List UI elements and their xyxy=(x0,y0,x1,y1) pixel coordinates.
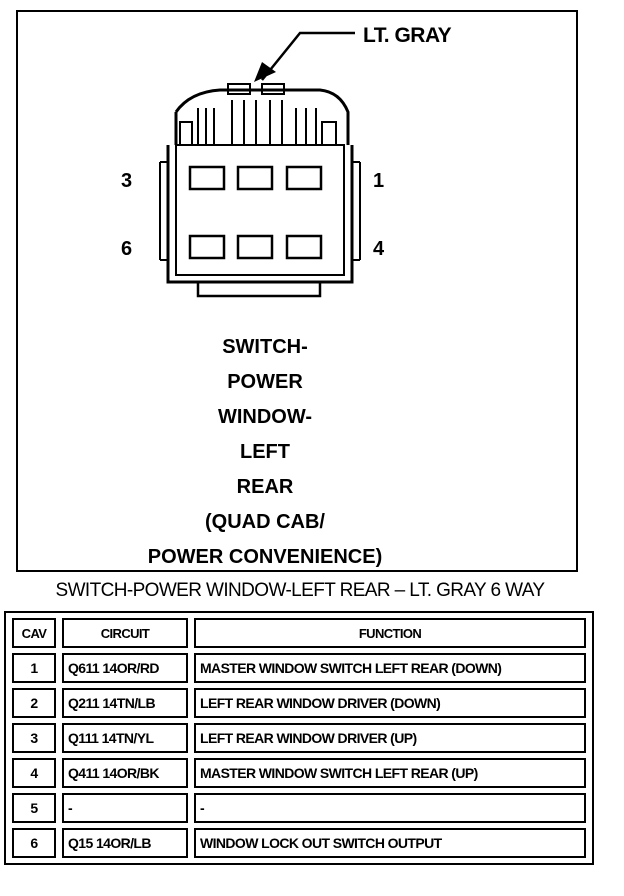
pin-label-3: 3 xyxy=(121,170,133,192)
function-cell: WINDOW LOCK OUT SWITCH OUTPUT xyxy=(194,828,586,858)
circuit-cell: Q211 14TN/LB xyxy=(62,688,188,718)
connector-body-outline xyxy=(166,145,354,284)
header-function: FUNCTION xyxy=(194,618,586,648)
color-callout: LT. GRAY xyxy=(363,24,452,47)
cav-cell: 3 xyxy=(12,723,56,753)
pin-label-4: 4 xyxy=(373,238,385,260)
function-cell: LEFT REAR WINDOW DRIVER (UP) xyxy=(194,723,586,753)
table-header-row: CAV CIRCUIT FUNCTION xyxy=(12,618,586,648)
header-circuit: CIRCUIT xyxy=(62,618,188,648)
table-row: 3 Q111 14TN/YL LEFT REAR WINDOW DRIVER (… xyxy=(12,723,586,753)
pin-label-6: 6 xyxy=(121,238,133,260)
cav-cell: 6 xyxy=(12,828,56,858)
header-cav: CAV xyxy=(12,618,56,648)
connector-hood xyxy=(174,88,350,145)
cav-cell: 1 xyxy=(12,653,56,683)
circuit-cell: Q611 14OR/RD xyxy=(62,653,188,683)
pin-label-1: 1 xyxy=(373,170,385,192)
circuit-cell: Q411 14OR/BK xyxy=(62,758,188,788)
cavity-3 xyxy=(188,165,226,191)
cav-cell: 4 xyxy=(12,758,56,788)
table-row: 6 Q15 14OR/LB WINDOW LOCK OUT SWITCH OUT… xyxy=(12,828,586,858)
cavity-4 xyxy=(285,234,323,260)
function-cell: MASTER WINDOW SWITCH LEFT REAR (DOWN) xyxy=(194,653,586,683)
connector-name-line: POWER CONVENIENCE) xyxy=(147,546,383,568)
callout-leader-line xyxy=(261,31,355,81)
function-cell: LEFT REAR WINDOW DRIVER (DOWN) xyxy=(194,688,586,718)
connector-name-line: WINDOW- xyxy=(217,406,312,428)
connector-name-block: SWITCH- POWER WINDOW- LEFT REAR (QUAD CA… xyxy=(60,330,470,575)
connector-drawing xyxy=(159,31,361,298)
connector-bottom-tab xyxy=(196,282,322,298)
circuit-cell: Q15 14OR/LB xyxy=(62,828,188,858)
cav-cell: 2 xyxy=(12,688,56,718)
cav-cell: 5 xyxy=(12,793,56,823)
table-row: 2 Q211 14TN/LB LEFT REAR WINDOW DRIVER (… xyxy=(12,688,586,718)
connector-name-line: POWER xyxy=(227,371,303,393)
cavity-6 xyxy=(188,234,226,260)
table-row: 5 - - xyxy=(12,793,586,823)
connector-name-line: SWITCH- xyxy=(222,336,308,358)
connector-name-line: REAR xyxy=(236,476,294,498)
callout-arrowhead xyxy=(254,62,276,82)
pinout-table: CAV CIRCUIT FUNCTION 1 Q611 14OR/RD MAST… xyxy=(4,611,594,865)
connector-diagram-frame xyxy=(16,10,578,572)
cavity-5 xyxy=(236,234,274,260)
function-cell: - xyxy=(194,793,586,823)
cavity-2 xyxy=(236,165,274,191)
circuit-cell: - xyxy=(62,793,188,823)
connector-name-line: (QUAD CAB/ xyxy=(205,511,325,533)
connector-name-line: LEFT xyxy=(240,441,290,463)
table-row: 4 Q411 14OR/BK MASTER WINDOW SWITCH LEFT… xyxy=(12,758,586,788)
cavity-1 xyxy=(285,165,323,191)
function-cell: MASTER WINDOW SWITCH LEFT REAR (UP) xyxy=(194,758,586,788)
circuit-cell: Q111 14TN/YL xyxy=(62,723,188,753)
table-row: 1 Q611 14OR/RD MASTER WINDOW SWITCH LEFT… xyxy=(12,653,586,683)
connector-caption: SWITCH-POWER WINDOW-LEFT REAR – LT. GRAY… xyxy=(55,580,546,601)
